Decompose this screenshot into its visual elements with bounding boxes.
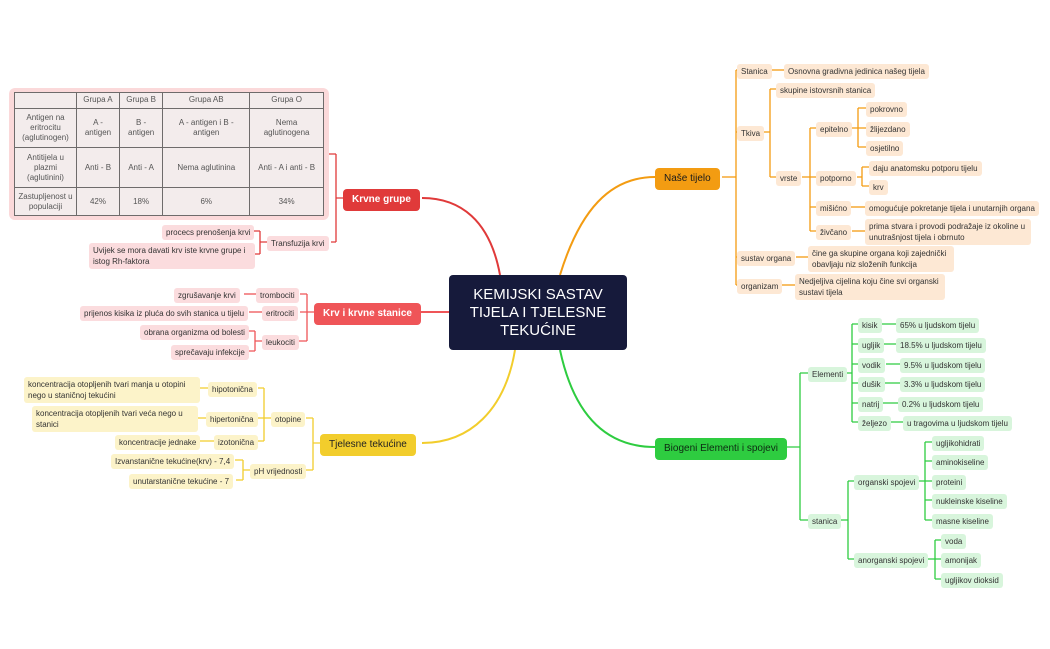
node-zivcano[interactable]: živčano [816, 225, 852, 240]
table-row: Antigen na eritrocitu (aglutinogen) A - … [14, 107, 324, 149]
topic-tjelesne-tekucine[interactable]: Tjelesne tekućine [320, 434, 416, 456]
node-anorganski-spojevi[interactable]: anorganski spojevi [854, 553, 929, 568]
node-nukleinske-kiseline[interactable]: nukleinske kiseline [932, 494, 1007, 509]
table-cell: Anti - A [118, 147, 164, 189]
node-ugljik-value[interactable]: 18.5% u ljudskom tijelu [896, 338, 986, 353]
node-potporno[interactable]: potporno [816, 171, 856, 186]
node-sustav-definition[interactable]: čine ga skupine organa koji zajednički o… [808, 246, 954, 272]
table-cell: B - antigen [118, 107, 164, 149]
node-misicno-definition[interactable]: omogućuje pokretanje tijela i unutarnjih… [865, 201, 1039, 216]
table-cell [14, 92, 77, 109]
node-zeljezo-value[interactable]: u tragovima u ljudskom tijelu [903, 416, 1012, 431]
node-trombociti[interactable]: trombociti [256, 288, 299, 303]
node-transfuzija[interactable]: Transfuzija krvi [267, 236, 329, 251]
node-ph-unutarstanicne[interactable]: unutarstanične tekućine - 7 [129, 474, 234, 489]
node-stanica[interactable]: Stanica [737, 64, 772, 79]
table-cell: 42% [76, 187, 120, 216]
table-cell: Grupa B [118, 92, 164, 109]
node-hipertonicna-definition[interactable]: koncentracija otopljenih tvari veća nego… [32, 406, 198, 432]
node-aminokiseline[interactable]: aminokiseline [932, 455, 989, 470]
node-kisik[interactable]: kisik [858, 318, 882, 333]
node-masne-kiseline[interactable]: masne kiseline [932, 514, 993, 529]
node-vodik[interactable]: vodik [858, 358, 885, 373]
node-zivcano-definition[interactable]: prima stvara i provodi podražaje iz okol… [865, 219, 1031, 245]
node-epitelno[interactable]: epitelno [816, 122, 853, 137]
node-organizam[interactable]: organizam [737, 279, 783, 294]
node-hipertonicna[interactable]: hipertonična [206, 412, 258, 427]
node-ugljik[interactable]: ugljik [858, 338, 885, 353]
node-ugljikov-dioksid[interactable]: ugljikov dioksid [941, 573, 1003, 588]
node-ugljikohidrati[interactable]: ugljikohidrati [932, 436, 985, 451]
table-row: Grupa A Grupa B Grupa AB Grupa O [14, 92, 324, 109]
node-sustav-organa[interactable]: sustav organa [737, 251, 796, 266]
table-cell: Zastupljenost u populaciji [14, 187, 77, 216]
table-cell: A - antigen [76, 107, 120, 149]
node-dusik-value[interactable]: 3.3% u ljudskom tijelu [900, 377, 986, 392]
table-cell: Anti - A i anti - B [249, 147, 324, 189]
node-misicno[interactable]: mišićno [816, 201, 852, 216]
node-ph-vrijednosti[interactable]: pH vrijednosti [250, 464, 307, 479]
node-amonijak[interactable]: amonijak [941, 553, 982, 568]
node-potporno-definition[interactable]: daju anatomsku potporu tijelu [869, 161, 982, 176]
node-voda[interactable]: voda [941, 534, 967, 549]
node-zeljezo[interactable]: željezo [858, 416, 891, 431]
node-eritrociti[interactable]: eritrociti [262, 306, 299, 321]
node-organski-spojevi[interactable]: organski spojevi [854, 475, 920, 490]
table-cell: Grupa A [76, 92, 120, 109]
table-cell: Anti - B [76, 147, 120, 189]
node-transfuzija-definition[interactable]: procecs prenošenja krvi [162, 225, 255, 240]
node-otopine[interactable]: otopine [271, 412, 306, 427]
node-stanica-spojevi[interactable]: stanica [808, 514, 842, 529]
node-hipotonicna[interactable]: hipotonična [208, 382, 257, 397]
table-row: Zastupljenost u populaciji 42% 18% 6% 34… [14, 187, 324, 216]
node-dusik[interactable]: dušik [858, 377, 885, 392]
node-eritrociti-definition[interactable]: prijenos kisika iz pluća do svih stanica… [80, 306, 249, 321]
table-cell: Nema aglutinina [162, 147, 251, 189]
node-trombociti-definition[interactable]: zgrušavanje krvi [174, 288, 240, 303]
node-organizam-definition[interactable]: Nedjeljiva cijelina koju čine svi organs… [795, 274, 945, 300]
central-topic-label: KEMIJSKI SASTAV TIJELA I TJELESNE TEKUĆI… [469, 285, 607, 339]
node-zlijezdano[interactable]: žlijezdano [866, 122, 910, 137]
topic-biogeni-elementi[interactable]: Biogeni Elementi i spojevi [655, 438, 787, 460]
topic-krv-krvne-stanice[interactable]: Krv i krvne stanice [314, 303, 421, 325]
blood-group-table: Grupa A Grupa B Grupa AB Grupa O Antigen… [14, 92, 324, 216]
node-pokrovno[interactable]: pokrovno [866, 102, 907, 117]
node-elementi[interactable]: Elementi [808, 367, 848, 382]
node-transfuzija-rule[interactable]: Uvijek se mora davati krv iste krvne gru… [89, 243, 255, 269]
node-izotonicna-definition[interactable]: koncentracije jednake [115, 435, 201, 450]
node-izotonicna[interactable]: izotonična [214, 435, 259, 450]
table-cell: 6% [162, 187, 251, 216]
node-ph-izvanstanicne[interactable]: Izvanstanične tekućine(krv) - 7,4 [111, 454, 235, 469]
table-cell: Antigen na eritrocitu (aglutinogen) [14, 107, 77, 149]
node-leukociti[interactable]: leukociti [262, 335, 299, 350]
table-cell: A - antigen i B - antigen [162, 107, 251, 149]
node-hipotonicna-definition[interactable]: koncentracija otopljenih tvari manja u o… [24, 377, 200, 403]
central-topic[interactable]: KEMIJSKI SASTAV TIJELA I TJELESNE TEKUĆI… [449, 275, 627, 350]
table-cell: Grupa O [249, 92, 324, 109]
node-krv[interactable]: krv [869, 180, 888, 195]
table-cell: Grupa AB [162, 92, 251, 109]
node-leukociti-infekcije[interactable]: sprečavaju infekcije [171, 345, 249, 360]
node-tkiva[interactable]: Tkiva [737, 126, 765, 141]
node-vodik-value[interactable]: 9.5% u ljudskom tijelu [900, 358, 986, 373]
table-cell: Antitijela u plazmi (aglutinini) [14, 147, 77, 189]
table-row: Antitijela u plazmi (aglutinini) Anti - … [14, 147, 324, 189]
table-cell: 34% [249, 187, 324, 216]
node-vrste[interactable]: vrste [776, 171, 802, 186]
blood-group-table-image[interactable]: Grupa A Grupa B Grupa AB Grupa O Antigen… [9, 88, 329, 220]
node-osjetilno[interactable]: osjetilno [866, 141, 904, 156]
topic-nase-tijelo[interactable]: Naše tijelo [655, 168, 720, 190]
node-tkiva-definition[interactable]: skupine istovrsnih stanica [776, 83, 876, 98]
table-cell: 18% [118, 187, 164, 216]
node-natrij-value[interactable]: 0.2% u ljudskom tijelu [898, 397, 984, 412]
node-kisik-value[interactable]: 65% u ljudskom tijelu [896, 318, 980, 333]
node-stanica-definition[interactable]: Osnovna gradivna jedinica našeg tijela [784, 64, 929, 79]
table-cell: Nema aglutinogena [249, 107, 324, 149]
node-natrij[interactable]: natrij [858, 397, 884, 412]
node-proteini[interactable]: proteini [932, 475, 967, 490]
topic-krvne-grupe[interactable]: Krvne grupe [343, 189, 420, 211]
node-leukociti-obrana[interactable]: obrana organizma od bolesti [140, 325, 249, 340]
